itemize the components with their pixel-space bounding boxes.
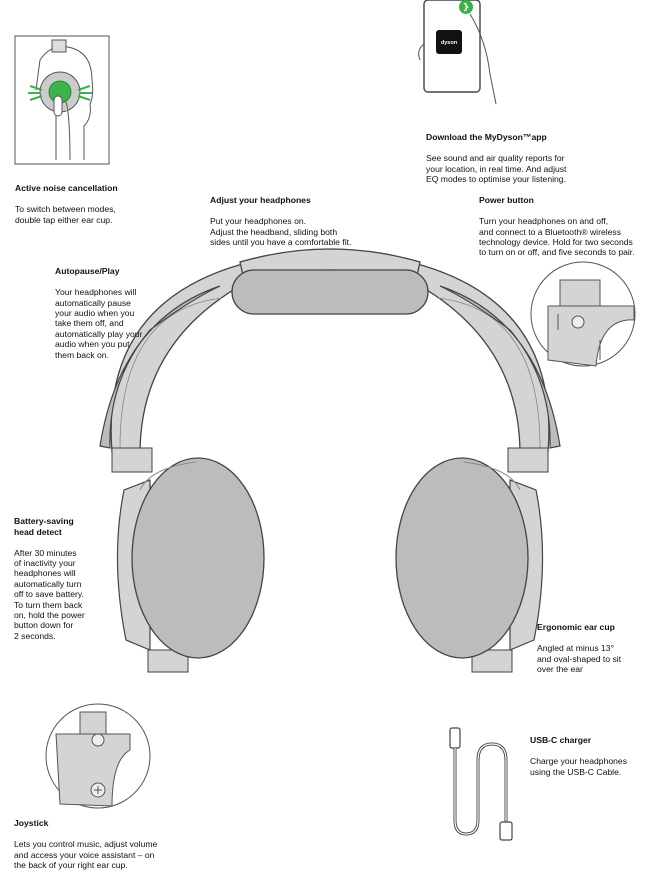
power-title: Power button [479,195,534,206]
ergonomic-body: Angled at minus 13° and oval-shaped to s… [537,643,622,675]
power-button-inset [530,261,636,367]
app-title: Download the MyDyson™app [426,132,547,143]
feature-autopause: Autopause/Play Your headphones will auto… [55,256,175,370]
anc-inset [14,35,110,165]
feature-app: Download the MyDyson™app See sound and a… [426,122,626,195]
headphones-illustration [14,0,636,841]
adjust-title: Adjust your headphones [210,195,311,206]
power-body: Turn your headphones on and off, and con… [479,216,635,258]
battery-body: After 30 minutes of inactivity your head… [14,547,85,641]
feature-battery: Battery-saving head detect After 30 minu… [14,506,114,652]
feature-power: Power button Turn your headphones on and… [479,185,657,268]
autopause-body: Your headphones will automatically pause… [55,287,143,360]
joystick-body: Lets you control music, adjust volume an… [14,839,158,871]
feature-adjust: Adjust your headphones Put your headphon… [210,185,410,258]
battery-title: Battery-saving head detect [14,516,74,537]
feature-joystick: Joystick Lets you control music, adjust … [14,808,194,881]
joystick-inset [45,703,151,809]
feature-anc: Active noise cancellation To switch betw… [15,173,175,235]
anc-body: To switch between modes, double tap eith… [15,204,116,225]
usbc-body: Charge your headphones using the USB-C C… [530,756,627,777]
app-body: See sound and air quality reports for yo… [426,153,567,185]
usb-c-cable [449,727,513,841]
feature-ergonomic: Ergonomic ear cup Angled at minus 13° an… [537,612,655,685]
feature-usbc: USB-C charger Charge your headphones usi… [530,725,655,787]
adjust-body: Put your headphones on. Adjust the headb… [210,216,352,248]
phone-dyson-logo: dyson [440,40,458,46]
right-ear-cup [395,457,544,673]
anc-title: Active noise cancellation [15,183,118,194]
headband [99,248,561,473]
left-ear-cup [116,457,265,673]
ergonomic-title: Ergonomic ear cup [537,622,615,633]
autopause-title: Autopause/Play [55,266,120,277]
joystick-title: Joystick [14,818,49,829]
phone-with-app [418,0,497,105]
usbc-title: USB-C charger [530,735,592,746]
